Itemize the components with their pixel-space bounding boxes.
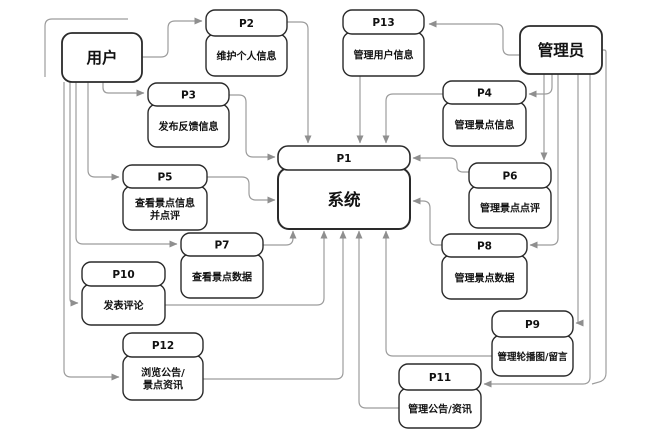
process-node-P11: P11 管理公告/资讯 bbox=[398, 363, 482, 429]
entity-node-admin: 管理员 bbox=[519, 25, 603, 75]
edges-layer bbox=[44, 17, 607, 409]
edge-P3-to-P1 bbox=[229, 94, 276, 161]
process-label-P8: 管理景点数据 bbox=[455, 272, 515, 285]
process-id-P12: P12 bbox=[152, 340, 174, 352]
edge-user-to-P5 bbox=[87, 82, 120, 181]
process-id-P8: P8 bbox=[477, 240, 492, 252]
process-node-P8: P8 管理景点数据 bbox=[441, 233, 528, 300]
process-id-P10: P10 bbox=[112, 269, 134, 281]
edge-P9-to-P1 bbox=[382, 230, 492, 357]
edge-user-to-P7 bbox=[75, 82, 178, 248]
edge-admin-to-P13 bbox=[428, 20, 520, 56]
edge-user-to-P12 bbox=[63, 82, 120, 381]
edge-admin-to-P4 bbox=[528, 74, 553, 98]
edge-P11-to-P1 bbox=[355, 230, 399, 409]
edge-admin-to-P9 bbox=[575, 74, 584, 327]
process-id-P4: P4 bbox=[477, 87, 492, 99]
edge-admin-to-P8 bbox=[529, 74, 559, 249]
process-id-P6: P6 bbox=[502, 170, 517, 182]
edge-P5-to-P1 bbox=[207, 176, 276, 204]
edge-user-to-P2 bbox=[142, 17, 203, 58]
process-label-P12: 浏览公告/ bbox=[141, 366, 185, 379]
edge-P6-to-P1 bbox=[412, 154, 469, 173]
process-id-P2: P2 bbox=[239, 18, 254, 30]
entity-label-admin: 管理员 bbox=[538, 41, 585, 60]
process-node-P7: P7 查看景点数据 bbox=[180, 232, 264, 299]
process-node-P12: P12 浏览公告/景点资讯 bbox=[122, 332, 204, 401]
edge-P8-to-P1 bbox=[412, 197, 442, 246]
process-id-P13: P13 bbox=[372, 17, 394, 29]
entity-node-user: 用户 bbox=[61, 32, 143, 83]
edge-user-to-P3 bbox=[102, 82, 145, 97]
process-id-P3: P3 bbox=[181, 89, 196, 101]
process-id-P11: P11 bbox=[429, 372, 451, 384]
edge-P7-to-P1 bbox=[263, 230, 297, 246]
edge-P4-to-P1 bbox=[382, 93, 443, 144]
system-node-P1: P1 系统 bbox=[277, 145, 411, 230]
process-node-P9: P9 管理轮播图/留言 bbox=[491, 310, 574, 377]
edge-P12-to-P1 bbox=[203, 230, 347, 380]
entity-label-user: 用户 bbox=[86, 48, 117, 67]
process-label-P13: 管理用户信息 bbox=[354, 49, 414, 62]
process-node-P4: P4 管理景点信息 bbox=[442, 80, 527, 147]
edge-P2-to-user bbox=[44, 18, 128, 77]
process-id-P9: P9 bbox=[525, 319, 540, 331]
edge-admin-to-P11 bbox=[483, 74, 591, 388]
process-label-P3: 发布反馈信息 bbox=[158, 120, 219, 133]
process-label-P7: 查看景点数据 bbox=[191, 271, 252, 284]
process-node-P2: P2 维护个人信息 bbox=[205, 9, 288, 77]
system-label: 系统 bbox=[328, 190, 362, 210]
system-id: P1 bbox=[336, 153, 351, 165]
edge-P2-to-P1 bbox=[287, 21, 312, 144]
process-label-P10: 发表评论 bbox=[103, 299, 145, 312]
process-node-P10: P10 发表评论 bbox=[81, 261, 166, 326]
process-node-P6: P6 管理景点点评 bbox=[468, 162, 552, 229]
process-label-P6: 管理景点点评 bbox=[480, 202, 540, 215]
process-label-P4: 管理景点信息 bbox=[455, 119, 515, 132]
process-label-P5: 并点评 bbox=[150, 209, 180, 222]
process-node-P13: P13 管理用户信息 bbox=[342, 9, 425, 77]
process-label-P12: 景点资讯 bbox=[143, 378, 183, 391]
process-label-P11: 管理公告/资讯 bbox=[408, 403, 472, 416]
edge-user-to-P10 bbox=[69, 82, 79, 307]
process-id-P5: P5 bbox=[157, 171, 172, 183]
process-id-P7: P7 bbox=[214, 239, 229, 251]
process-label-P5: 查看景点信息 bbox=[134, 196, 195, 209]
edge-P10-to-P1 bbox=[165, 230, 328, 306]
edge-admin-to-P11 bbox=[591, 49, 607, 385]
process-node-P3: P3 发布反馈信息 bbox=[147, 82, 230, 148]
process-label-P9: 管理轮播图/留言 bbox=[498, 351, 568, 363]
process-label-P2: 维护个人信息 bbox=[217, 50, 277, 63]
